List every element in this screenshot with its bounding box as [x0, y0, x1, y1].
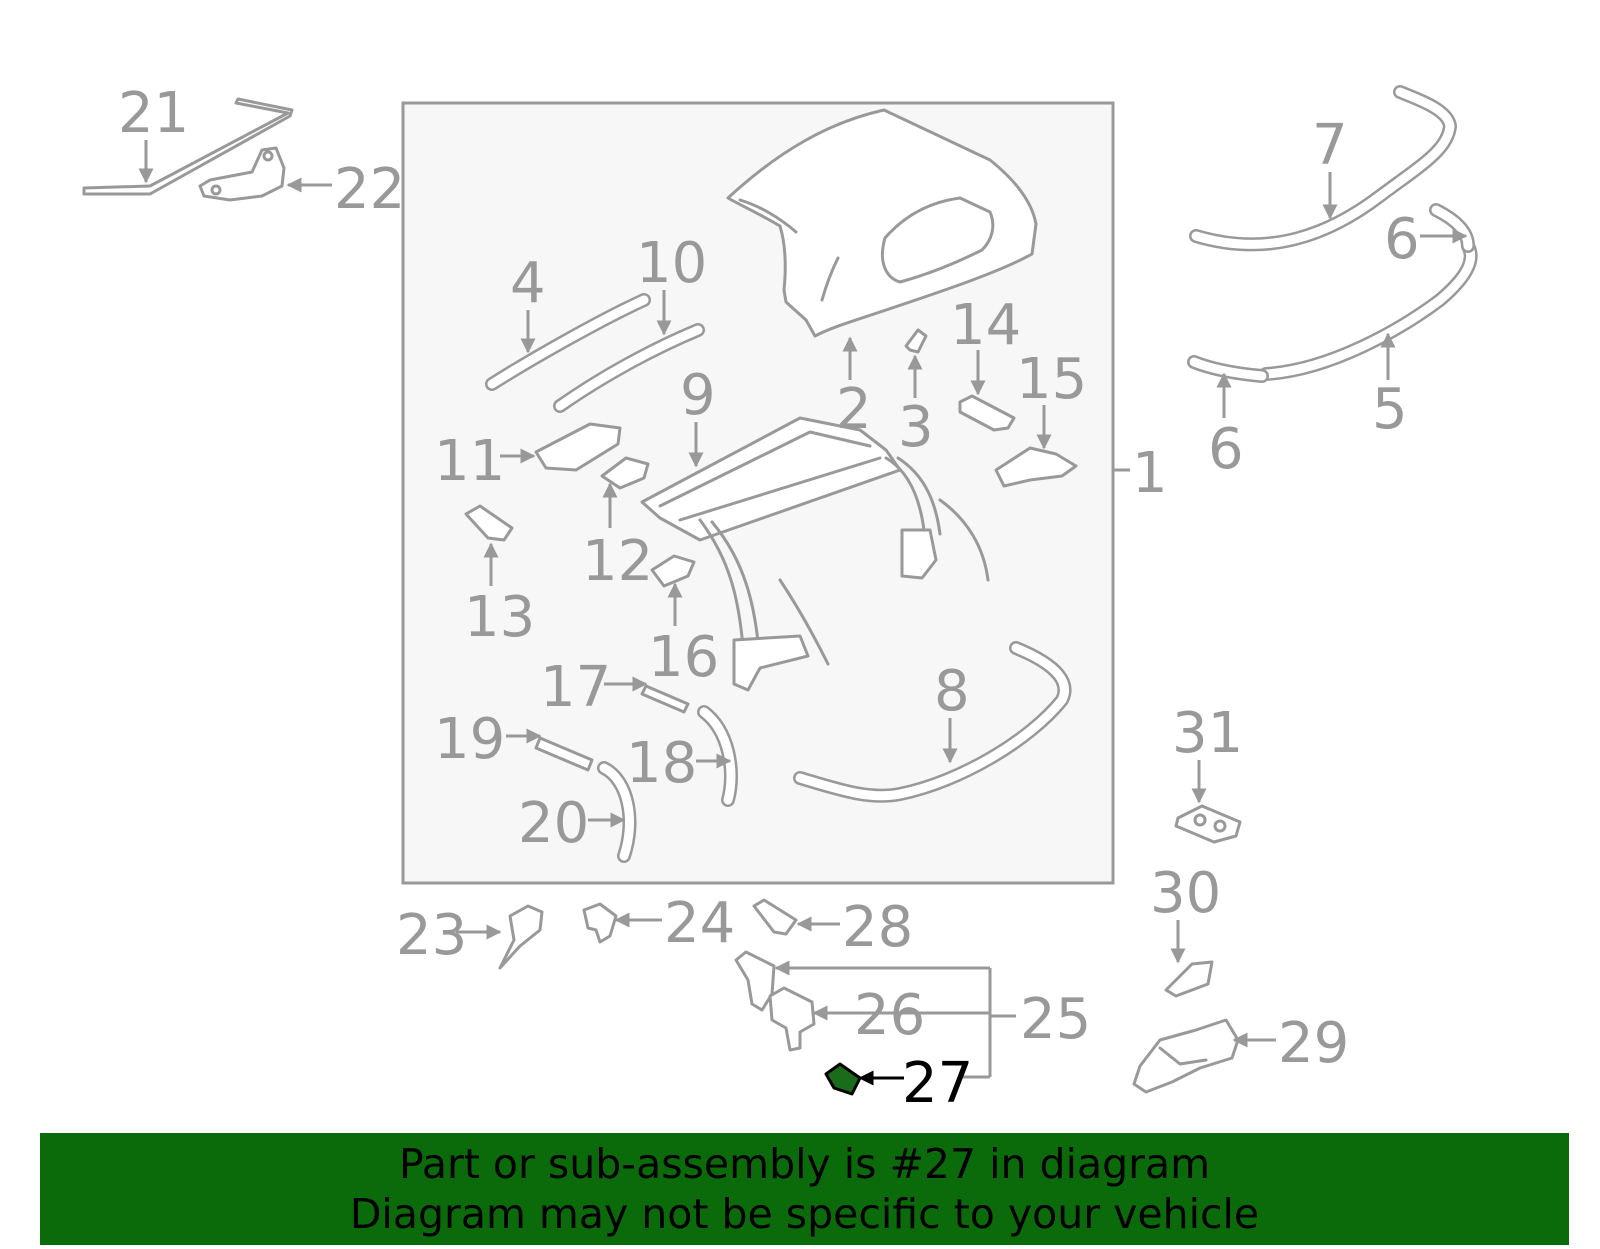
callout-24: 24 — [664, 891, 735, 956]
part-23-bracket — [498, 904, 544, 970]
callout-7: 7 — [1312, 113, 1348, 178]
part-2-soft-top — [726, 108, 1038, 338]
part-27-highlighted — [824, 1062, 862, 1096]
part-21-trim-strip — [82, 97, 294, 196]
part-28-bracket — [752, 898, 798, 936]
callout-14: 14 — [950, 293, 1021, 358]
banner-line-2: Diagram may not be specific to your vehi… — [349, 1190, 1260, 1238]
callout-9: 9 — [680, 363, 716, 428]
part-14-pad — [958, 394, 1016, 432]
part-12-clip-lower — [650, 554, 696, 588]
callout-16: 16 — [648, 625, 719, 690]
part-6-trim-upper — [1429, 203, 1475, 253]
callout-15: 15 — [1016, 347, 1087, 412]
callout-6-upper: 6 — [1384, 207, 1420, 272]
callout-20: 20 — [518, 791, 589, 856]
callout-30: 30 — [1150, 861, 1221, 926]
callout-10: 10 — [636, 231, 707, 296]
callout-11: 11 — [434, 429, 505, 494]
part-19-strip — [534, 736, 594, 772]
callout-4: 4 — [510, 251, 546, 316]
part-7-rail — [1189, 85, 1457, 252]
callout-19: 19 — [434, 707, 505, 772]
callout-1: 1 — [1132, 441, 1168, 506]
part-31-pad — [1174, 804, 1242, 844]
callout-12-upper: 12 — [582, 529, 653, 594]
part-29-bracket — [1132, 1018, 1240, 1094]
info-banner: Part or sub-assembly is #27 in diagram D… — [40, 1133, 1569, 1245]
callout-5: 5 — [1372, 377, 1408, 442]
callout-8: 8 — [934, 659, 970, 724]
part-25-bracket-assembly — [734, 950, 816, 1052]
part-8-seal — [793, 641, 1072, 803]
callout-3: 3 — [898, 395, 934, 460]
part-9-top-frame — [640, 416, 990, 692]
banner-line-1: Part or sub-assembly is #27 in diagram — [398, 1140, 1211, 1188]
callout-23: 23 — [396, 903, 467, 968]
part-18-seal — [697, 705, 738, 807]
part-13-pad — [464, 504, 514, 542]
part-4-strip — [485, 293, 651, 391]
callout-22: 22 — [334, 157, 405, 222]
part-24-bracket — [582, 902, 618, 944]
part-11-bracket — [534, 422, 622, 472]
leader-25-bracket — [776, 966, 1016, 1079]
callout-27-highlighted: 27 — [902, 1051, 973, 1116]
part-15-bracket — [994, 446, 1078, 488]
part-20-seal — [597, 761, 637, 863]
callout-29: 29 — [1278, 1011, 1349, 1076]
callout-28: 28 — [842, 895, 913, 960]
callout-18: 18 — [626, 731, 697, 796]
part-22-bracket — [198, 146, 286, 202]
callout-26: 26 — [854, 983, 925, 1048]
callout-21: 21 — [118, 81, 189, 146]
part-6-trim-lower — [1187, 355, 1269, 383]
callout-25: 25 — [1020, 987, 1091, 1052]
part-5-rail — [1259, 239, 1478, 381]
part-3-clip — [904, 328, 928, 354]
callout-6-lower: 6 — [1208, 417, 1244, 482]
callout-2: 2 — [836, 377, 872, 442]
callout-13: 13 — [464, 585, 535, 650]
callout-17: 17 — [540, 655, 611, 720]
part-10-strip — [553, 323, 705, 413]
part-30-pad — [1164, 960, 1214, 998]
callout-31: 31 — [1172, 701, 1243, 766]
